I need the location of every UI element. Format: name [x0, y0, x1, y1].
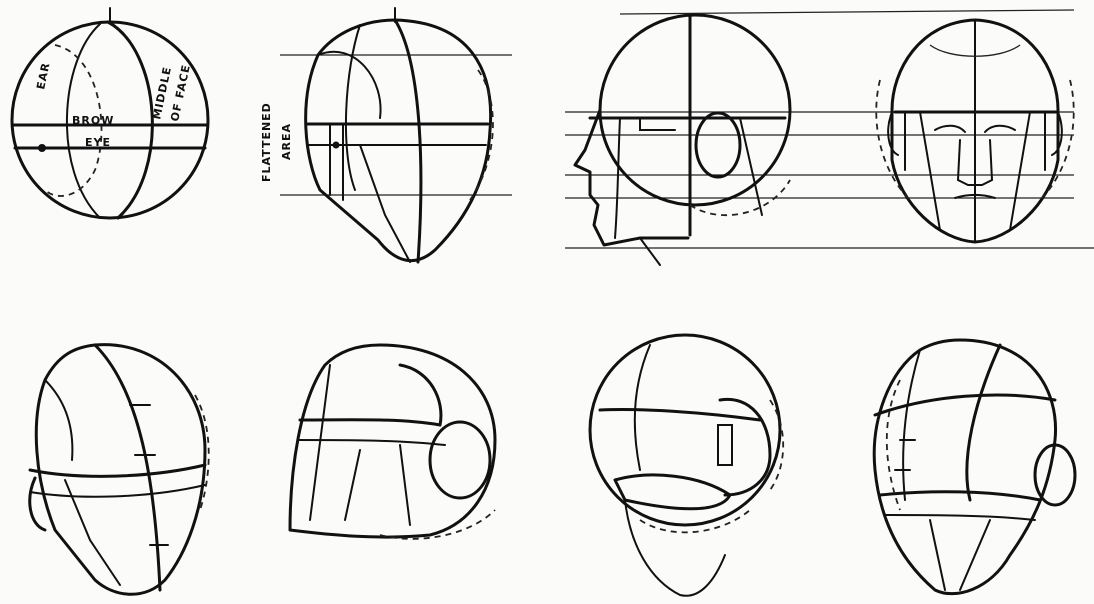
head-angle-4 [874, 340, 1075, 594]
area-label: AREA [280, 123, 293, 160]
head-angle-3 [590, 335, 783, 596]
flattened-head-diagram: FLATTENED AREA [260, 8, 512, 262]
eye-label: EYE [85, 136, 111, 149]
brow-label: BROW [72, 114, 114, 127]
front-face-diagram [876, 20, 1074, 242]
ear-dot [38, 144, 46, 152]
sphere-diagram: EAR BROW EYE MIDDLE OF FACE [12, 8, 208, 218]
head-angle-2 [290, 345, 495, 539]
flattened-label: FLATTENED [260, 102, 273, 182]
ear-label: EAR [34, 61, 52, 91]
head-angle-1 [30, 345, 209, 595]
